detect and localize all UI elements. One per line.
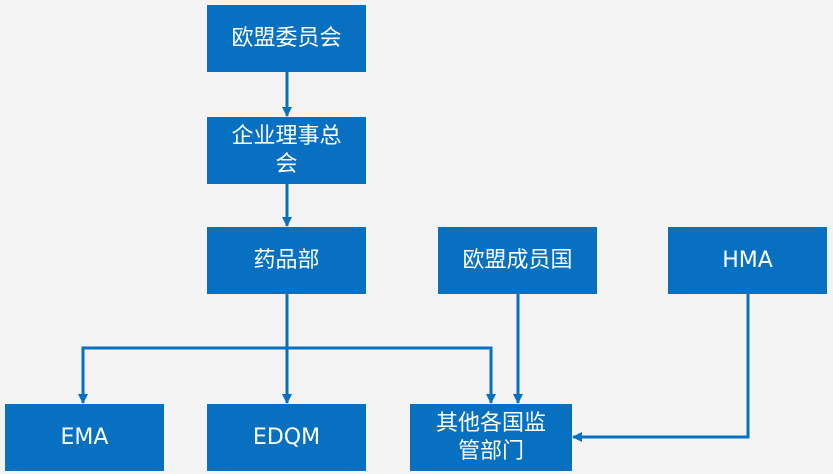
node-general-council: 企业理事总 会 [207, 117, 366, 184]
arrow-hma-to-other [572, 294, 750, 442]
node-hma: HMA [668, 227, 827, 294]
node-ema: EMA [5, 404, 164, 471]
node-pharma-dept-label: 药品部 [253, 247, 320, 273]
node-member-states: 欧盟成员国 [438, 227, 597, 294]
node-other-regulators: 其他各国监 管部门 [410, 404, 572, 471]
node-general-council-label: 企业理事总 会 [231, 123, 342, 177]
node-eu-commission: 欧盟委员会 [207, 5, 366, 72]
arrow-pd-to-other [287, 346, 496, 404]
node-edqm: EDQM [207, 404, 366, 471]
node-edqm-label: EDQM [252, 424, 321, 450]
node-other-regulators-label: 其他各国监 管部门 [435, 410, 546, 464]
node-hma-label: HMA [722, 247, 773, 273]
node-eu-commission-label: 欧盟委员会 [231, 25, 342, 51]
node-ema-label: EMA [60, 424, 109, 450]
node-member-states-label: 欧盟成员国 [462, 247, 573, 273]
arrow-pd-to-ema [78, 294, 289, 404]
node-pharma-dept: 药品部 [207, 227, 366, 294]
